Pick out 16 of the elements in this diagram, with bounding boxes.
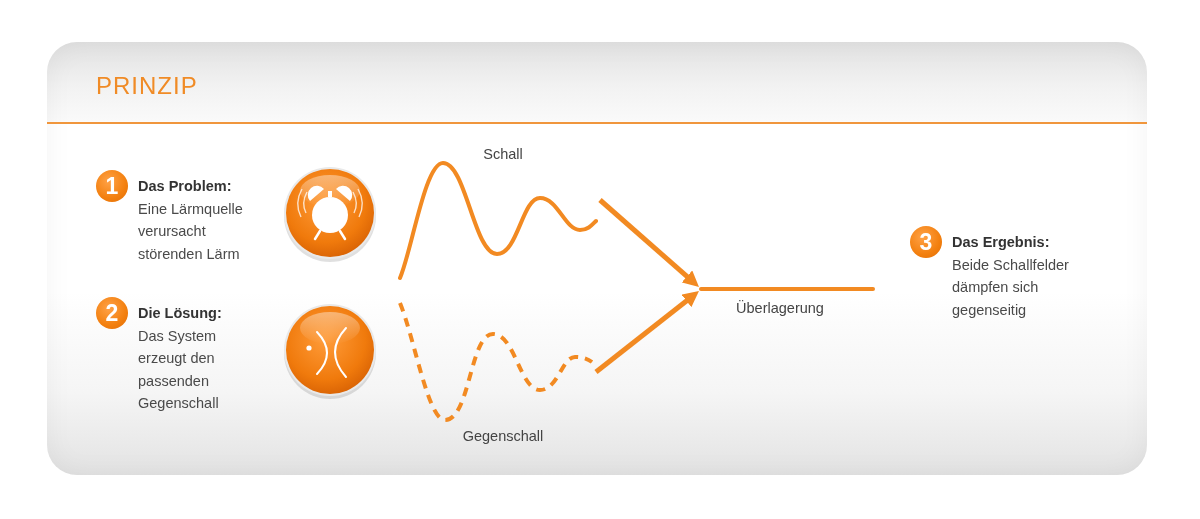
superposition-label: Überlagerung (736, 299, 824, 317)
step-number-badge: 2 (96, 297, 128, 329)
step-description: Beide Schallfelder dämpfen sich gegenseitig (952, 256, 1070, 320)
wave-label: Gegenschall (462, 427, 544, 445)
step-heading: Die Lösung: (138, 304, 223, 323)
arrow (598, 198, 699, 287)
wave-label: Schall (483, 145, 523, 163)
card-panel (47, 42, 1147, 475)
panel-title: PRINZIP (96, 72, 198, 100)
arrow (594, 291, 699, 374)
step-heading: Das Ergebnis: (952, 233, 1051, 252)
step-number-badge: 1 (96, 170, 128, 202)
step-description: Das System erzeugt den passenden Gegenschall (138, 327, 220, 413)
step-number-badge: 3 (910, 226, 942, 258)
step-description: Eine Lärmquelle verursacht störenden Lärm (138, 200, 244, 264)
step-heading: Das Problem: (138, 177, 233, 196)
